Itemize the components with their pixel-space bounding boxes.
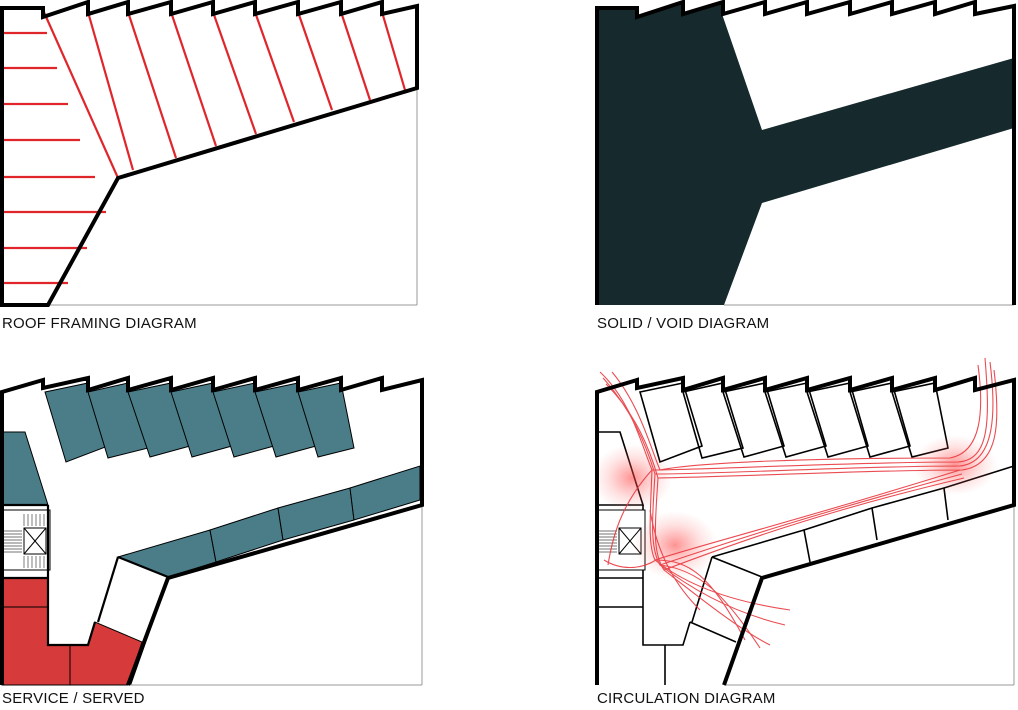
- circulation-outline: [595, 375, 1016, 686]
- service-served-diagram: SERVICE / SERVED: [0, 375, 424, 707]
- solid-mass: [597, 2, 1014, 305]
- stair-core: [1, 509, 51, 571]
- solid-void-label: SOLID / VOID DIAGRAM: [597, 315, 769, 332]
- circulation-hotspots: [592, 435, 997, 579]
- roof-framing-site-lines: [48, 88, 418, 306]
- roof-framing-plan-fill: [2, 2, 417, 305]
- service-served-label: SERVICE / SERVED: [2, 690, 145, 707]
- circulation-site-lines: [724, 505, 1015, 686]
- roof-framing-label: ROOF FRAMING DIAGRAM: [2, 315, 197, 332]
- circulation-diagram: CIRCULATION DIAGRAM: [592, 357, 1016, 707]
- circulation-paths: [599, 357, 998, 649]
- roof-framing-diagram: ROOF FRAMING DIAGRAM: [0, 0, 419, 332]
- service-spaces: [1, 577, 143, 686]
- solid-void-outline: [595, 0, 1016, 305]
- service-served-site-lines: [130, 505, 423, 686]
- service-served-outline: [0, 375, 424, 686]
- roof-framing-outline: [0, 0, 419, 307]
- circulation-label: CIRCULATION DIAGRAM: [597, 690, 776, 707]
- served-spaces: [1, 382, 421, 578]
- solid-void-diagram: SOLID / VOID DIAGRAM: [595, 0, 1016, 332]
- roof-framing-members: [2, 9, 407, 285]
